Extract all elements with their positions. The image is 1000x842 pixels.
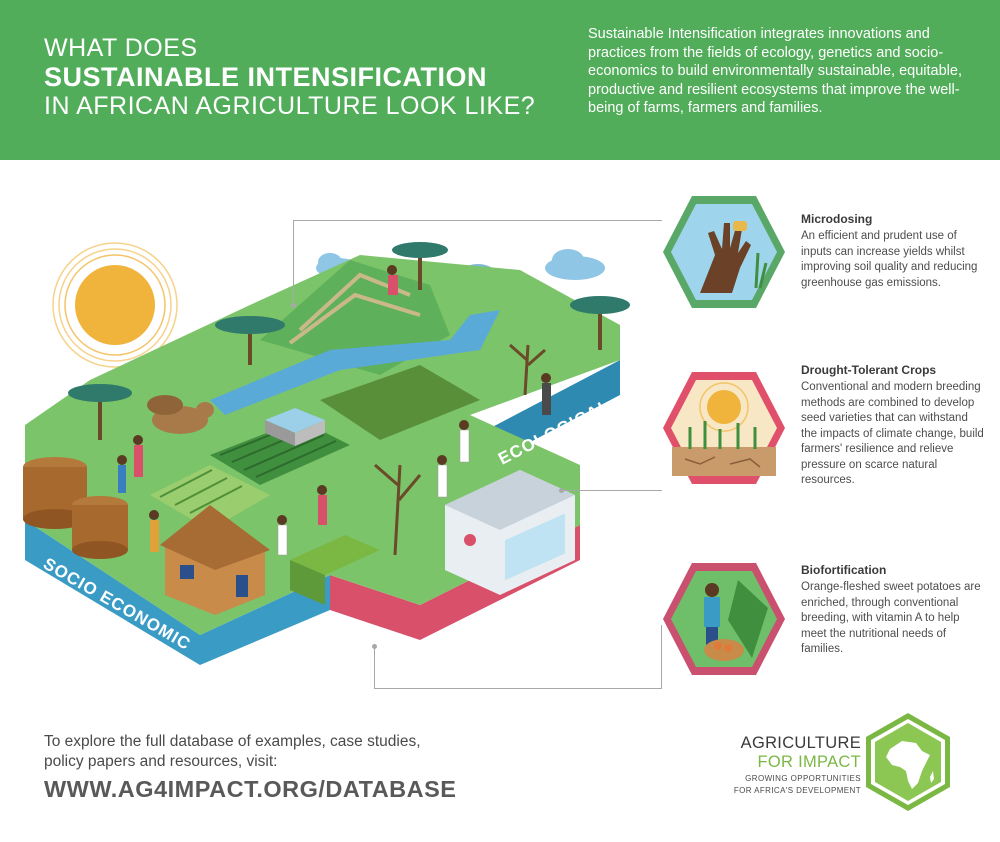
hand-seed-icon	[660, 193, 788, 311]
socio-economic-base	[25, 520, 330, 665]
africa-hexagon-icon	[862, 711, 954, 813]
connector-dot	[291, 303, 296, 308]
market-stall-icon	[290, 535, 380, 605]
sun-crops-icon	[660, 369, 788, 487]
granary-icon	[23, 457, 128, 559]
panel-microdosing: Microdosing An efficient and prudent use…	[801, 212, 986, 291]
logo-line-1: AGRICULTURE	[740, 734, 861, 752]
panel-biofortification: Biofortification Orange-fleshed sweet po…	[801, 563, 986, 658]
connector-microdosing	[293, 220, 662, 305]
panel-body: Conventional and modern breeding methods…	[801, 381, 984, 486]
page-title: WHAT DOES SUSTAINABLE INTENSIFICATION IN…	[44, 36, 584, 119]
panel-title: Microdosing	[801, 212, 873, 226]
sun-icon	[52, 242, 178, 368]
connector-dot	[559, 488, 564, 493]
logo-line-2: FOR IMPACT	[757, 753, 861, 771]
house-icon	[160, 505, 270, 615]
logo-tagline-1: GROWING OPPORTUNITIES	[745, 774, 861, 783]
logo-tagline-2: FOR AFRICA'S DEVELOPMENT	[733, 786, 861, 795]
header-banner: WHAT DOES SUSTAINABLE INTENSIFICATION IN…	[0, 0, 1000, 160]
farm-illustration: ECOLOGICAL SOCIO ECONOMIC GENETIC	[0, 165, 660, 705]
title-line-3: IN AFRICAN AGRICULTURE LOOK LIKE?	[44, 92, 536, 120]
panel-body: Orange-fleshed sweet potatoes are enrich…	[801, 581, 981, 655]
connector-biofortification	[374, 646, 662, 689]
connector-drought	[562, 490, 662, 491]
connector-dot	[372, 644, 377, 649]
water-tank-icon	[265, 408, 325, 446]
logo-wordmark: AGRICULTURE FOR IMPACT GROWING OPPORTUNI…	[731, 734, 861, 796]
database-url-link[interactable]: WWW.AG4IMPACT.ORG/DATABASE	[44, 776, 457, 802]
explore-text: To explore the full database of examples…	[44, 733, 421, 770]
panel-title: Drought-Tolerant Crops	[801, 363, 937, 377]
river	[210, 310, 500, 415]
woman-sweet-potato-icon	[660, 560, 788, 678]
panel-body: An efficient and prudent use of inputs c…	[801, 230, 978, 289]
acacia-tree-icon	[68, 242, 630, 556]
laboratory-icon	[445, 470, 575, 595]
cattle-icon	[147, 395, 214, 434]
intro-text: Sustainable Intensification integrates i…	[588, 26, 962, 116]
title-line-1: WHAT DOES	[44, 34, 198, 62]
panel-title: Biofortification	[801, 563, 887, 577]
title-line-2: SUSTAINABLE INTENSIFICATION	[44, 62, 487, 92]
panel-drought-tolerant-crops: Drought-Tolerant Crops Conventional and …	[801, 363, 986, 489]
isometric-farm-scene: ECOLOGICAL SOCIO ECONOMIC GENETIC	[23, 242, 630, 665]
genetic-base	[330, 525, 580, 640]
people-icon	[117, 265, 551, 556]
